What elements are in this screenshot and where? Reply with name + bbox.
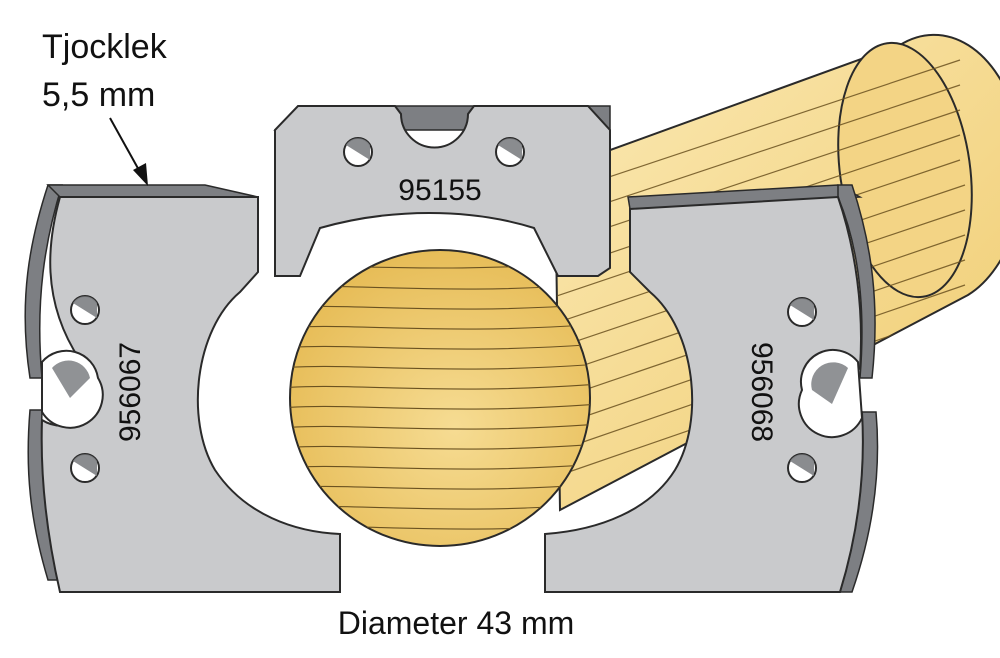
knife-left: 956067 bbox=[24, 184, 341, 593]
dowel-end-face bbox=[289, 249, 591, 547]
knife-top-part-number: 95155 bbox=[398, 174, 481, 207]
knife-right-part-number: 956068 bbox=[745, 342, 778, 442]
knife-left-part-number: 956067 bbox=[114, 342, 147, 442]
diameter-label: Diameter 43 mm bbox=[338, 605, 575, 641]
knife-top: 95155 bbox=[273, 105, 611, 277]
thickness-label-line2: 5,5 mm bbox=[42, 76, 155, 114]
thickness-pointer-arrowhead bbox=[133, 163, 148, 186]
thickness-pointer-line bbox=[109, 117, 141, 173]
thickness-label-line1: Tjocklek bbox=[42, 28, 168, 66]
thickness-annotation: Tjocklek 5,5 mm bbox=[42, 28, 168, 186]
dowel-far-end bbox=[837, 41, 973, 299]
knife-right: 956068 bbox=[544, 184, 879, 593]
knife-right-face bbox=[544, 195, 864, 593]
knife-right-edge bbox=[627, 184, 863, 210]
